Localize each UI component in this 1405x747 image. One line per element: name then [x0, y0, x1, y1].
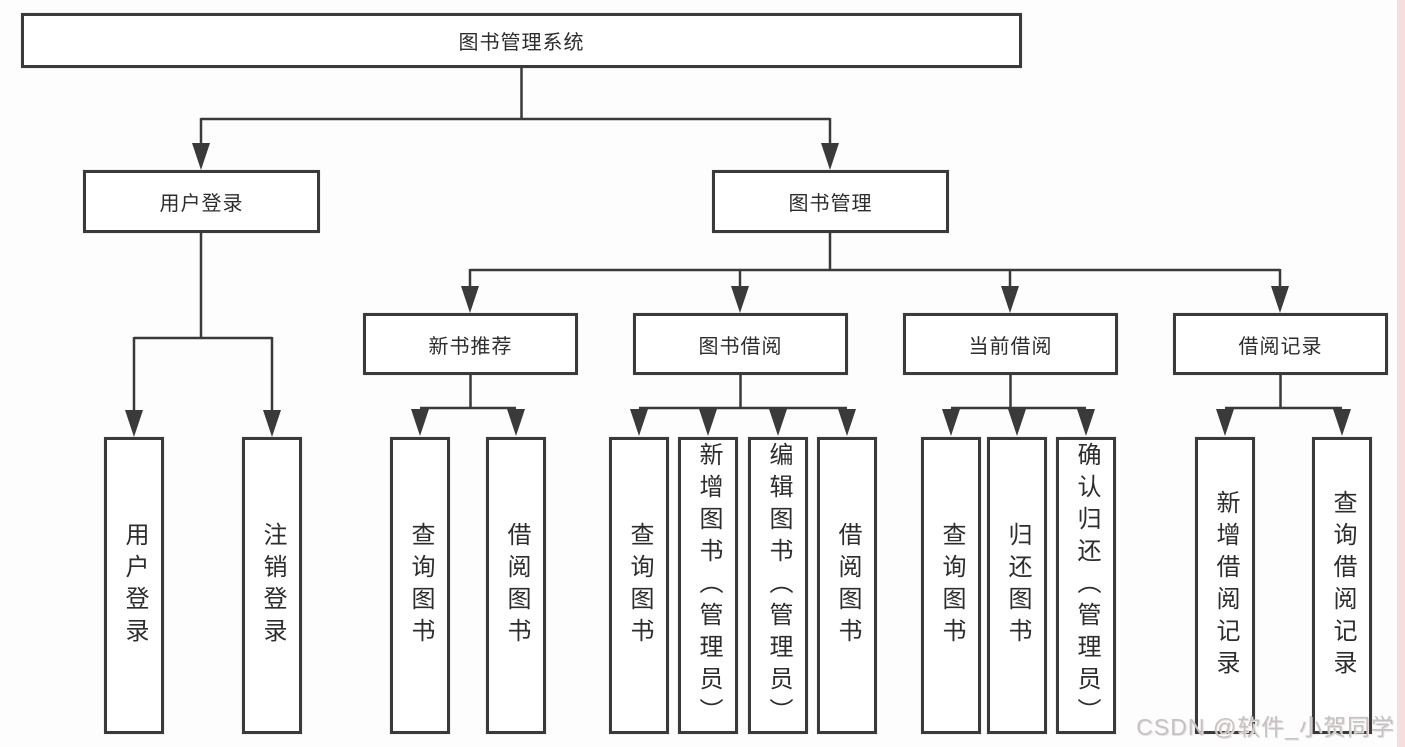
node-leaf-add-books-admin: 新增图书（管理员） — [678, 437, 738, 734]
right-edge-strip — [1397, 0, 1405, 747]
node-leaf-borrow-books-2: 借阅图书 — [817, 437, 877, 734]
leaf-label: 确认归还（管理员） — [1073, 441, 1100, 730]
node-leaf-query-books-2: 查询图书 — [609, 437, 669, 734]
node-borrow-records: 借阅记录 — [1173, 313, 1388, 375]
leaf-label: 借阅图书 — [503, 521, 530, 650]
node-leaf-user-login: 用户登录 — [104, 437, 164, 734]
leaf-label: 用户登录 — [121, 521, 148, 650]
leaf-label: 查询图书 — [407, 521, 434, 650]
leaf-label: 查询图书 — [938, 521, 965, 650]
node-leaf-logout: 注销登录 — [242, 437, 302, 734]
leaf-label: 归还图书 — [1004, 521, 1031, 650]
node-leaf-query-borrow-record: 查询借阅记录 — [1312, 437, 1372, 734]
leaf-label: 新增借阅记录 — [1212, 489, 1239, 682]
node-user-login: 用户登录 — [83, 170, 320, 233]
node-book-management: 图书管理 — [712, 170, 949, 233]
node-leaf-edit-books-admin: 编辑图书（管理员） — [748, 437, 808, 734]
watermark: CSDN @软件_小贺同学 — [1136, 714, 1395, 740]
leaf-label: 编辑图书（管理员） — [765, 441, 792, 730]
node-leaf-query-books-3: 查询图书 — [921, 437, 981, 734]
node-new-book-recommend: 新书推荐 — [363, 313, 578, 375]
node-leaf-confirm-return-admin: 确认归还（管理员） — [1056, 437, 1116, 734]
node-leaf-query-books-1: 查询图书 — [390, 437, 450, 734]
node-book-borrow: 图书借阅 — [633, 313, 848, 375]
leaf-label: 查询图书 — [626, 521, 653, 650]
node-current-borrow: 当前借阅 — [903, 313, 1118, 375]
node-library-management-system: 图书管理系统 — [21, 13, 1022, 68]
node-leaf-add-borrow-record: 新增借阅记录 — [1195, 437, 1255, 734]
leaf-label: 借阅图书 — [834, 521, 861, 650]
leaf-label: 新增图书（管理员） — [695, 441, 722, 730]
node-leaf-return-books: 归还图书 — [987, 437, 1047, 734]
leaf-label: 注销登录 — [259, 521, 286, 650]
leaf-label: 查询借阅记录 — [1329, 489, 1356, 682]
node-leaf-borrow-books-1: 借阅图书 — [486, 437, 546, 734]
